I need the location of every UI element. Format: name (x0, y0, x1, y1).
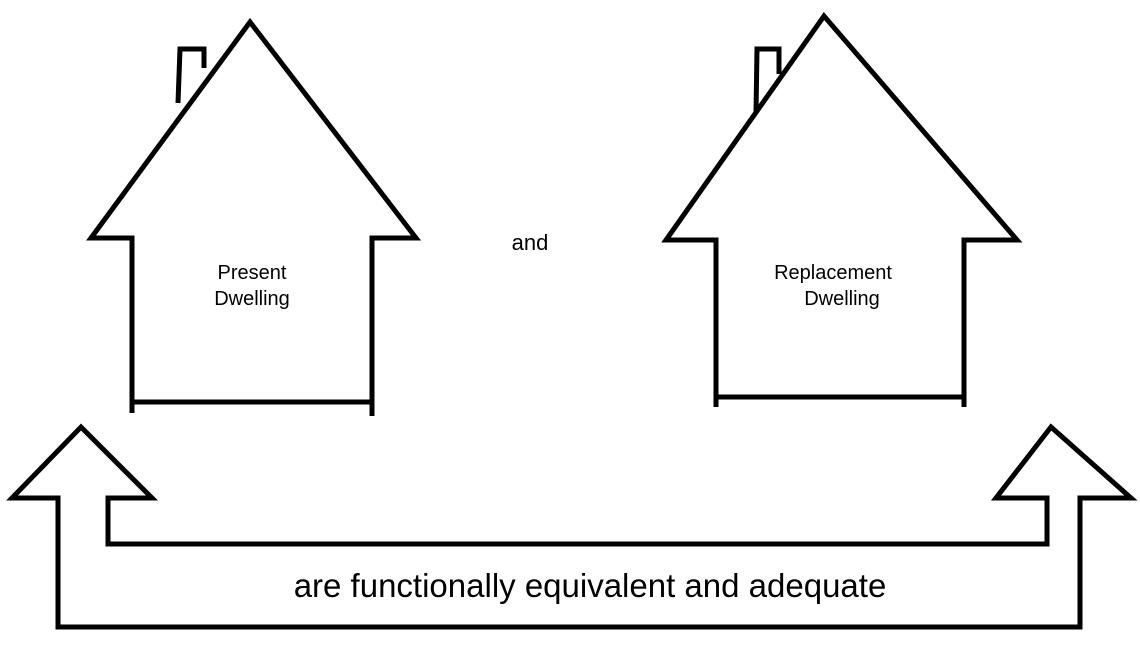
replacement-dwelling-label-line2: Dwelling (804, 288, 880, 310)
present-dwelling-roof-and-walls (86, 17, 422, 416)
and-connector-text: and (512, 230, 549, 255)
present-dwelling-chimney (175, 46, 207, 104)
present-dwelling-house: Present Dwelling (86, 17, 422, 416)
equivalence-arrow-text: are functionally equivalent and adequate (294, 567, 887, 604)
present-dwelling-label-line2: Dwelling (214, 288, 290, 310)
present-dwelling-label-line1: Present (218, 262, 287, 284)
replacement-dwelling-chimney (753, 46, 782, 114)
replacement-dwelling-house: Replacement Dwelling (661, 11, 1023, 407)
equivalence-u-arrow (6, 423, 1138, 630)
replacement-dwelling-label-line1: Replacement (774, 262, 892, 284)
replacement-dwelling-roof-and-walls (661, 11, 1023, 407)
